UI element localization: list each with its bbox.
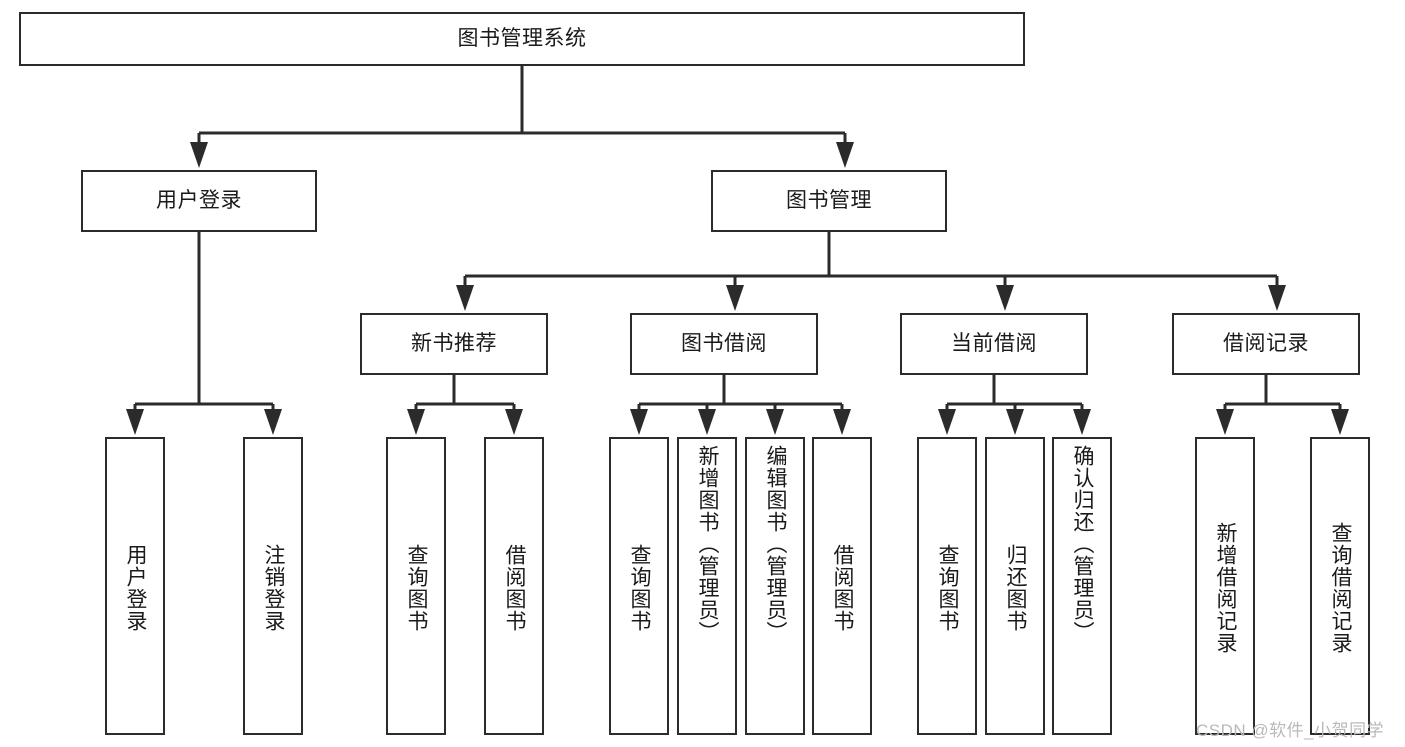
arrowhead-icon: [1331, 409, 1349, 435]
node-user-login[interactable]: 用户登录: [81, 170, 317, 232]
arrowhead-icon: [698, 409, 716, 435]
csdn-watermark: CSDN @软件_小贺同学: [1196, 721, 1385, 740]
node-book-borrow[interactable]: 图书借阅: [630, 313, 818, 375]
node-label-leaf-add-borrow-record: 新增借阅记录: [1213, 522, 1237, 654]
node-label-book-management: 图书管理: [786, 188, 872, 212]
node-label-new-book-recommend: 新书推荐: [411, 331, 497, 355]
node-leaf-borrow-book[interactable]: 借阅图书: [812, 437, 872, 735]
node-label-leaf-query-book-rec: 查询图书: [404, 544, 428, 632]
arrowhead-icon: [456, 285, 474, 311]
node-leaf-query-borrow-record[interactable]: 查询借阅记录: [1310, 437, 1370, 735]
node-label-leaf-logout-login: 注销登录: [261, 544, 285, 632]
node-label-leaf-return-book: 归还图书: [1003, 544, 1027, 632]
node-label-book-borrow: 图书借阅: [681, 331, 767, 355]
arrowhead-icon: [630, 409, 648, 435]
node-label-borrow-record: 借阅记录: [1223, 331, 1309, 355]
node-leaf-borrow-book-rec[interactable]: 借阅图书: [484, 437, 544, 735]
node-label-leaf-user-login: 用户登录: [123, 544, 147, 632]
node-leaf-query-book[interactable]: 查询图书: [609, 437, 669, 735]
node-root[interactable]: 图书管理系统: [19, 12, 1025, 66]
node-label-leaf-borrow-book-rec: 借阅图书: [502, 544, 526, 632]
node-leaf-add-book-admin[interactable]: 新增图书（管理员）: [677, 437, 737, 735]
arrowhead-icon: [726, 285, 744, 311]
arrowhead-icon: [126, 409, 144, 435]
arrowhead-icon: [1073, 409, 1091, 435]
node-label-leaf-query-book: 查询图书: [627, 544, 651, 632]
arrowhead-icon: [996, 285, 1014, 311]
node-label-leaf-confirm-return-admin: 确认归还（管理员）: [1070, 445, 1094, 643]
node-label-leaf-borrow-book: 借阅图书: [830, 544, 854, 632]
node-leaf-logout-login[interactable]: 注销登录: [243, 437, 303, 735]
arrowhead-icon: [836, 142, 854, 168]
node-leaf-edit-book-admin[interactable]: 编辑图书（管理员）: [745, 437, 805, 735]
node-borrow-record[interactable]: 借阅记录: [1172, 313, 1360, 375]
node-leaf-query-book-rec[interactable]: 查询图书: [386, 437, 446, 735]
node-label-leaf-edit-book-admin: 编辑图书（管理员）: [763, 445, 787, 643]
node-current-borrow[interactable]: 当前借阅: [900, 313, 1088, 375]
edge-paths: [133, 66, 1342, 430]
arrowhead-icon: [1006, 409, 1024, 435]
node-label-root: 图书管理系统: [457, 26, 587, 50]
node-label-current-borrow: 当前借阅: [951, 331, 1037, 355]
arrowhead-icon: [1216, 409, 1234, 435]
node-label-leaf-add-book-admin: 新增图书（管理员）: [695, 445, 719, 643]
node-label-leaf-query-book-cur: 查询图书: [935, 544, 959, 632]
node-leaf-confirm-return-admin[interactable]: 确认归还（管理员）: [1052, 437, 1112, 735]
arrowhead-icon: [833, 409, 851, 435]
arrowhead-icon: [190, 142, 208, 168]
arrowhead-icon: [1268, 285, 1286, 311]
node-leaf-add-borrow-record[interactable]: 新增借阅记录: [1195, 437, 1255, 735]
arrowhead-icon: [766, 409, 784, 435]
arrowhead-icon: [264, 409, 282, 435]
node-book-management[interactable]: 图书管理: [711, 170, 947, 232]
node-leaf-query-book-cur[interactable]: 查询图书: [917, 437, 977, 735]
arrowhead-icon: [505, 409, 523, 435]
arrowhead-icon: [938, 409, 956, 435]
arrowhead-icon: [407, 409, 425, 435]
node-label-user-login: 用户登录: [156, 188, 242, 212]
node-label-leaf-query-borrow-record: 查询借阅记录: [1328, 522, 1352, 654]
node-leaf-return-book[interactable]: 归还图书: [985, 437, 1045, 735]
node-new-book-recommend[interactable]: 新书推荐: [360, 313, 548, 375]
node-leaf-user-login[interactable]: 用户登录: [105, 437, 165, 735]
